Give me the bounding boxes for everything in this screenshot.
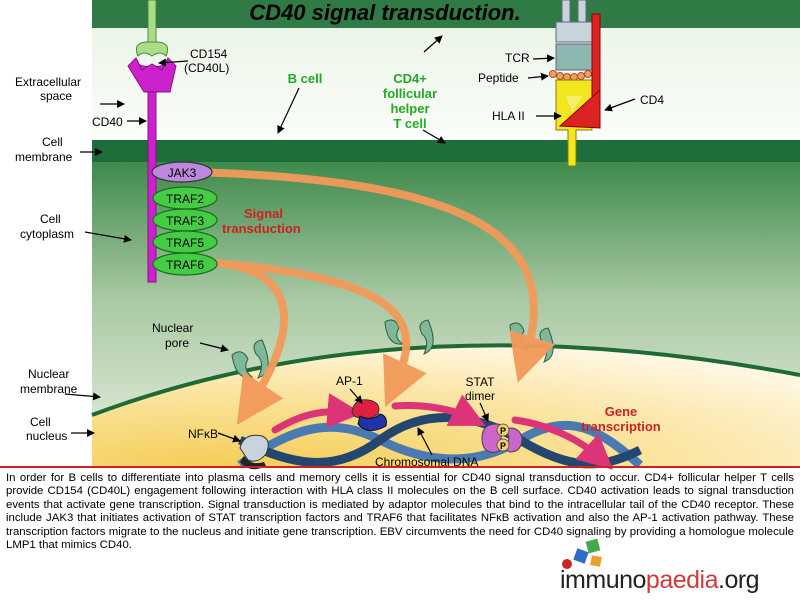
jak3-oval: [151, 161, 213, 183]
p-label-2: P: [500, 441, 506, 451]
peptide: [549, 70, 592, 81]
label-nfkb: NFκB: [188, 427, 218, 441]
jak3-label: JAK3: [168, 166, 197, 180]
phospho-2: [496, 438, 510, 452]
nuclear-membrane: [91, 343, 800, 417]
page-title: CD40 signal transduction.: [249, 0, 520, 25]
tcr-complex: [555, 0, 593, 71]
t-cell-membrane: [92, 0, 800, 28]
label-b-cell: B cell: [288, 71, 323, 86]
label-cd40: CD40: [92, 115, 123, 129]
transcription-arrows: [271, 393, 614, 470]
phospho-1: [496, 423, 510, 437]
caption-text: In order for B cells to differentiate in…: [6, 472, 794, 552]
caption-divider: [0, 466, 800, 468]
stat-dimer: P P: [481, 423, 523, 453]
ap1-molecule: [351, 399, 387, 431]
label-cd4: CD4: [640, 93, 664, 107]
nfkb-molecule: [239, 434, 269, 470]
traf3-label: TRAF3: [166, 214, 204, 228]
label-dna: Chromosomal DNA: [375, 455, 478, 469]
label-peptide: Peptide: [478, 71, 519, 85]
cd4: [558, 13, 601, 129]
label-hla: HLA II: [492, 109, 525, 123]
adaptor-molecules: JAK3 TRAF2 TRAF3 TRAF5 TRAF6: [151, 161, 218, 276]
pointer-lines: [64, 35, 636, 456]
cd40-diagram: P P JAK3 TRAF2 TRAF3 TRAF5 TRAF6: [15, 0, 800, 470]
traf5-label: TRAF5: [166, 236, 204, 250]
logo-icon: [562, 538, 602, 569]
signal-arrows: [186, 168, 556, 425]
logo-org: .org: [718, 566, 760, 594]
b-cell-membrane: [92, 140, 800, 162]
label-tcr: TCR: [505, 51, 530, 65]
traf6-oval: [152, 252, 218, 276]
logo-immuno: immuno: [560, 566, 646, 594]
label-ap1: AP-1: [336, 374, 363, 388]
immunopaedia-logo[interactable]: immunopaedia.org: [560, 566, 760, 595]
cd154-ligand: [135, 0, 169, 57]
traf6-label: TRAF6: [166, 258, 204, 272]
traf2-label: TRAF2: [166, 192, 204, 206]
logo-paedia: paedia: [645, 566, 719, 594]
p-label-1: P: [500, 426, 506, 436]
label-cd154: CD154(CD40L): [184, 47, 229, 75]
